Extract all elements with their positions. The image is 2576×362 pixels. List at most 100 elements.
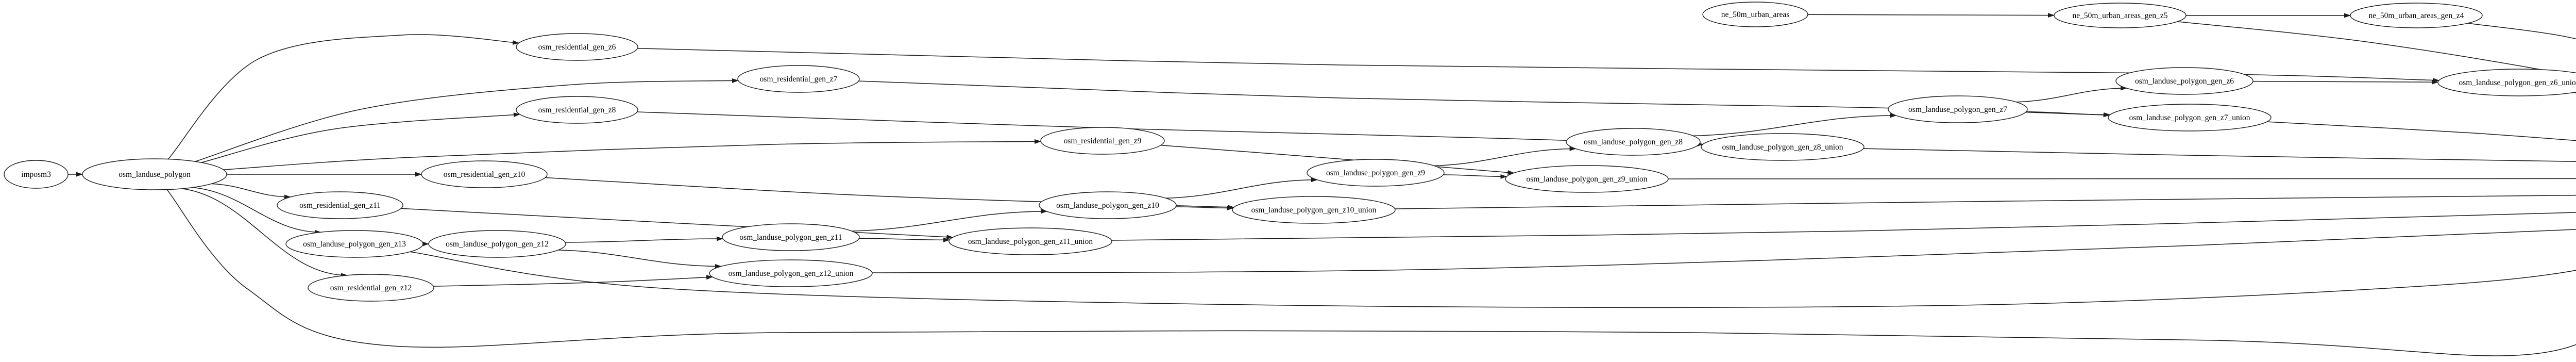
edge-osm_landuse_polygon-to-osm_residential_gen_z11 bbox=[211, 183, 291, 200]
node-label-osm_landuse_polygon_gen_z12: osm_landuse_polygon_gen_z12 bbox=[446, 240, 549, 249]
node-ellipse-osm_residential_gen_z10 bbox=[421, 160, 548, 188]
node-ne_50m_urban_areas_gen_z4: ne_50m_urban_areas_gen_z4 bbox=[2350, 3, 2483, 28]
node-label-ne_50m_urban_areas_gen_z4: ne_50m_urban_areas_gen_z4 bbox=[2368, 11, 2464, 20]
node-osm_landuse_polygon_gen_z7: osm_landuse_polygon_gen_z7 bbox=[1888, 95, 2028, 123]
node-ellipse-osm_residential_gen_z7 bbox=[737, 65, 860, 93]
node-label-osm_landuse_polygon_gen_z11: osm_landuse_polygon_gen_z11 bbox=[739, 233, 842, 242]
node-ellipse-osm_landuse_polygon_gen_z9_union bbox=[1505, 165, 1669, 193]
node-osm_landuse_polygon_gen_z8: osm_landuse_polygon_gen_z8 bbox=[1566, 128, 1701, 156]
edge-osm_landuse_polygon_gen_z8-to-osm_landuse_polygon_gen_z7 bbox=[1693, 113, 1897, 137]
edge-osm_landuse_polygon-to-layer_landuse-z14+ bbox=[166, 189, 2576, 356]
node-osm_landuse_polygon_gen_z12_union: osm_landuse_polygon_gen_z12_union bbox=[709, 259, 873, 287]
edge-osm_landuse_polygon_gen_z11_union-to-layer_landuse-z11 bbox=[1111, 212, 2576, 241]
node-label-ne_50m_urban_areas_gen_z5: ne_50m_urban_areas_gen_z5 bbox=[2072, 11, 2167, 20]
node-ellipse-osm_landuse_polygon bbox=[82, 158, 227, 190]
edge-ne_50m_urban_areas_gen_z5-to-layer_landuse-z5 bbox=[2177, 21, 2576, 77]
edge-osm_landuse_polygon_gen_z11-to-osm_landuse_polygon_gen_z11_union bbox=[859, 237, 950, 242]
node-ellipse-osm_landuse_polygon_gen_z6_union bbox=[2437, 69, 2576, 96]
edge-osm_landuse_polygon_gen_z7-to-osm_landuse_polygon_gen_z7_union bbox=[2026, 111, 2111, 118]
node-osm_residential_gen_z9: osm_residential_gen_z9 bbox=[1040, 127, 1165, 155]
edge-osm_residential_gen_z8-to-osm_landuse_polygon_gen_z8_union bbox=[637, 111, 1703, 147]
node-ellipse-osm_landuse_polygon_gen_z11 bbox=[722, 223, 860, 251]
edge-osm_residential_gen_z6-to-osm_landuse_polygon_gen_z6_union bbox=[637, 48, 2439, 83]
node-ellipse-osm_residential_gen_z12 bbox=[308, 274, 434, 302]
edge-osm_landuse_polygon_gen_z13-to-layer_landuse-z13 bbox=[410, 251, 2576, 308]
node-label-osm_landuse_polygon_gen_z6_union: osm_landuse_polygon_gen_z6_union bbox=[2459, 78, 2576, 87]
node-ellipse-osm_landuse_polygon_gen_z7 bbox=[1888, 95, 2028, 123]
edge-osm_landuse_polygon-to-osm_residential_gen_z9 bbox=[223, 139, 1042, 170]
node-ellipse-osm_landuse_polygon_gen_z9 bbox=[1307, 159, 1445, 187]
node-ellipse-ne_50m_urban_areas_gen_z4 bbox=[2350, 3, 2483, 28]
edge-osm_landuse_polygon-to-osm_residential_gen_z7 bbox=[195, 78, 739, 162]
node-label-osm_landuse_polygon_gen_z12_union: osm_landuse_polygon_gen_z12_union bbox=[728, 269, 854, 278]
node-label-osm_landuse_polygon: osm_landuse_polygon bbox=[118, 170, 191, 179]
node-osm_landuse_polygon_gen_z10: osm_landuse_polygon_gen_z10 bbox=[1039, 191, 1177, 219]
edge-osm_landuse_polygon_gen_z10-to-osm_landuse_polygon_gen_z9 bbox=[1166, 177, 1318, 199]
node-label-ne_50m_urban_areas: ne_50m_urban_areas bbox=[1721, 10, 1790, 19]
node-ellipse-osm_residential_gen_z8 bbox=[516, 96, 638, 124]
node-label-osm_residential_gen_z8: osm_residential_gen_z8 bbox=[538, 106, 616, 114]
node-label-imposm3: imposm3 bbox=[21, 170, 51, 179]
node-ellipse-osm_landuse_polygon_gen_z6 bbox=[2115, 67, 2253, 95]
node-osm_residential_gen_z6: osm_residential_gen_z6 bbox=[516, 33, 638, 61]
node-label-osm_landuse_polygon_gen_z9: osm_landuse_polygon_gen_z9 bbox=[1326, 169, 1425, 177]
edge-osm_landuse_polygon-to-osm_landuse_polygon_gen_z13 bbox=[192, 187, 321, 235]
node-ellipse-osm_residential_gen_z6 bbox=[516, 33, 638, 61]
node-label-osm_landuse_polygon_gen_z11_union: osm_landuse_polygon_gen_z11_union bbox=[968, 237, 1093, 246]
node-osm_residential_gen_z7: osm_residential_gen_z7 bbox=[737, 65, 860, 93]
node-osm_residential_gen_z11: osm_residential_gen_z11 bbox=[277, 191, 403, 219]
node-label-osm_landuse_polygon_gen_z8_union: osm_landuse_polygon_gen_z8_union bbox=[1722, 143, 1843, 152]
edge-osm_residential_gen_z12-to-osm_landuse_polygon_gen_z12_union bbox=[433, 275, 714, 287]
node-ne_50m_urban_areas: ne_50m_urban_areas bbox=[1702, 2, 1808, 27]
node-ellipse-osm_landuse_polygon_gen_z10_union bbox=[1232, 196, 1396, 224]
node-osm_landuse_polygon_gen_z11: osm_landuse_polygon_gen_z11 bbox=[722, 223, 860, 251]
node-osm_residential_gen_z10: osm_residential_gen_z10 bbox=[421, 160, 548, 188]
node-osm_landuse_polygon: osm_landuse_polygon bbox=[82, 158, 227, 190]
edge-osm_landuse_polygon-to-osm_residential_gen_z8 bbox=[201, 112, 520, 163]
node-osm_landuse_polygon_gen_z11_union: osm_landuse_polygon_gen_z11_union bbox=[948, 227, 1112, 255]
node-ellipse-osm_residential_gen_z9 bbox=[1040, 127, 1165, 155]
node-osm_landuse_polygon_gen_z12: osm_landuse_polygon_gen_z12 bbox=[428, 230, 566, 258]
node-label-osm_landuse_polygon_gen_z9_union: osm_landuse_polygon_gen_z9_union bbox=[1526, 175, 1647, 184]
node-ellipse-osm_landuse_polygon_gen_z7_union bbox=[2108, 104, 2272, 131]
node-imposm3: imposm3 bbox=[4, 160, 69, 189]
edge-osm_landuse_polygon_gen_z9_union-to-layer_landuse-z9 bbox=[1668, 178, 2576, 179]
node-ne_50m_urban_areas_gen_z5: ne_50m_urban_areas_gen_z5 bbox=[2054, 3, 2187, 28]
node-label-osm_landuse_polygon_gen_z10: osm_landuse_polygon_gen_z10 bbox=[1056, 201, 1159, 210]
node-label-osm_landuse_polygon_gen_z6: osm_landuse_polygon_gen_z6 bbox=[2135, 77, 2234, 86]
node-label-osm_landuse_polygon_gen_z8: osm_landuse_polygon_gen_z8 bbox=[1584, 138, 1683, 146]
edges-layer bbox=[67, 13, 2576, 356]
node-osm_landuse_polygon_gen_z7_union: osm_landuse_polygon_gen_z7_union bbox=[2108, 104, 2272, 131]
node-osm_landuse_polygon_gen_z9: osm_landuse_polygon_gen_z9 bbox=[1307, 159, 1445, 187]
node-label-osm_residential_gen_z11: osm_residential_gen_z11 bbox=[299, 201, 381, 210]
node-ellipse-osm_landuse_polygon_gen_z11_union bbox=[948, 227, 1112, 255]
edge-osm_landuse_polygon_gen_z10-to-osm_landuse_polygon_gen_z10_union bbox=[1176, 205, 1234, 210]
node-ellipse-imposm3 bbox=[4, 160, 69, 189]
node-osm_landuse_polygon_gen_z10_union: osm_landuse_polygon_gen_z10_union bbox=[1232, 196, 1396, 224]
node-label-osm_landuse_polygon_gen_z7_union: osm_landuse_polygon_gen_z7_union bbox=[2129, 113, 2250, 122]
node-osm_landuse_polygon_gen_z6_union: osm_landuse_polygon_gen_z6_union bbox=[2437, 69, 2576, 96]
node-ellipse-osm_landuse_polygon_gen_z8_union bbox=[1701, 133, 1865, 161]
node-ellipse-osm_landuse_polygon_gen_z10 bbox=[1039, 191, 1177, 219]
edge-osm_landuse_polygon_gen_z12-to-osm_landuse_polygon_gen_z11 bbox=[565, 236, 723, 243]
node-label-osm_residential_gen_z6: osm_residential_gen_z6 bbox=[538, 43, 616, 52]
node-label-osm_landuse_polygon_gen_z13: osm_landuse_polygon_gen_z13 bbox=[303, 240, 406, 249]
edge-osm_landuse_polygon_gen_z6-to-osm_landuse_polygon_gen_z6_union bbox=[2252, 79, 2439, 85]
node-ellipse-ne_50m_urban_areas_gen_z5 bbox=[2054, 3, 2187, 28]
node-label-osm_residential_gen_z10: osm_residential_gen_z10 bbox=[444, 170, 526, 179]
edge-osm_landuse_polygon_gen_z9-to-osm_landuse_polygon_gen_z8 bbox=[1434, 146, 1577, 167]
edge-osm_landuse_polygon-to-osm_residential_gen_z6 bbox=[167, 34, 520, 160]
node-ellipse-osm_landuse_polygon_gen_z12 bbox=[428, 230, 566, 258]
edge-osm_landuse_polygon_gen_z11-to-osm_landuse_polygon_gen_z10 bbox=[852, 209, 1047, 232]
node-label-osm_landuse_polygon_gen_z7: osm_landuse_polygon_gen_z7 bbox=[1908, 105, 2007, 114]
node-osm_landuse_polygon_gen_z13: osm_landuse_polygon_gen_z13 bbox=[285, 230, 423, 258]
edge-osm_landuse_polygon_gen_z8_union-to-layer_landuse-z8 bbox=[1863, 148, 2576, 162]
edge-osm_landuse_polygon_gen_z10_union-to-layer_landuse-z10 bbox=[1395, 194, 2576, 209]
node-label-osm_residential_gen_z12: osm_residential_gen_z12 bbox=[330, 284, 412, 292]
edge-ne_50m_urban_areas-to-ne_50m_urban_areas_gen_z5 bbox=[1807, 13, 2055, 18]
node-ellipse-osm_landuse_polygon_gen_z12_union bbox=[709, 259, 873, 287]
edge-osm_landuse_polygon_gen_z6_union-to-layer_landuse-z6 bbox=[2573, 92, 2576, 93]
node-ellipse-osm_residential_gen_z11 bbox=[277, 191, 403, 219]
node-label-osm_residential_gen_z7: osm_residential_gen_z7 bbox=[760, 75, 838, 84]
node-ellipse-osm_landuse_polygon_gen_z13 bbox=[285, 230, 423, 258]
